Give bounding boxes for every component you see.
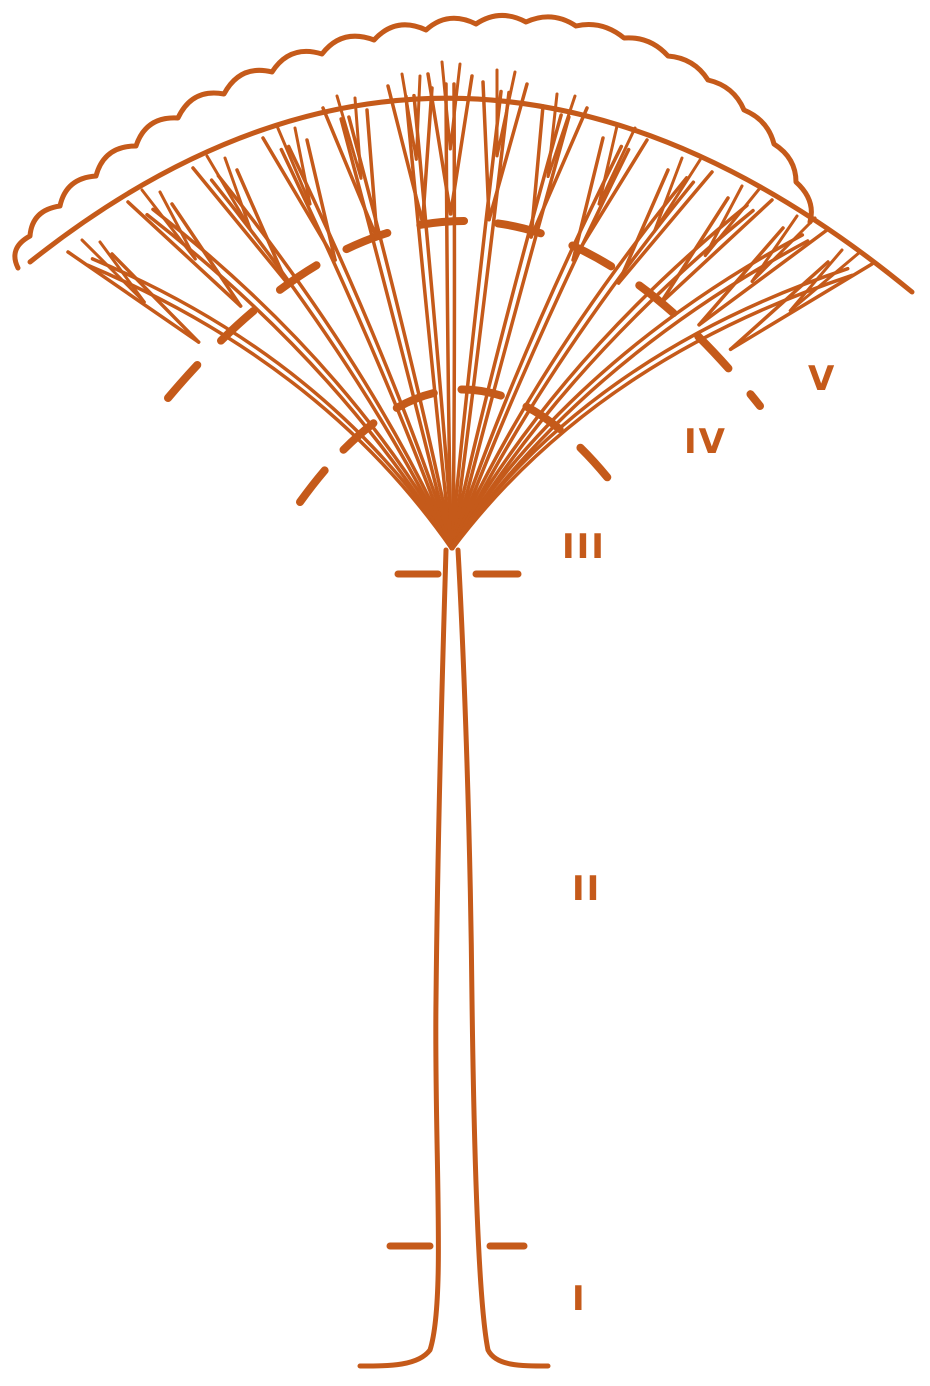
zone-label-iv: IV	[684, 425, 727, 459]
twig-14-4	[790, 252, 860, 311]
twig-6-2	[423, 88, 432, 223]
zone-boundary-arc-upper	[168, 221, 760, 406]
branch-9-b	[453, 117, 569, 548]
twig-4-1	[263, 138, 335, 260]
branch-14-a	[452, 269, 848, 548]
branch-9-a	[451, 115, 561, 548]
twig-2-2	[172, 204, 241, 306]
twig-1-3	[82, 240, 144, 302]
branch-7-b	[453, 84, 455, 548]
twig-1-1	[68, 252, 199, 342]
twig-4-2	[307, 140, 335, 260]
branch-network	[68, 62, 872, 549]
zone-label-iii: III	[562, 530, 606, 564]
zone-label-i: I	[572, 1282, 587, 1316]
twig-8-1	[483, 82, 489, 220]
twig-11-1	[619, 170, 668, 283]
zone-label-ii: II	[572, 872, 601, 906]
twig-3-2	[237, 170, 286, 282]
twig-10-1	[573, 138, 603, 260]
zone-label-v: V	[808, 362, 836, 396]
twig-1-2	[112, 254, 199, 342]
